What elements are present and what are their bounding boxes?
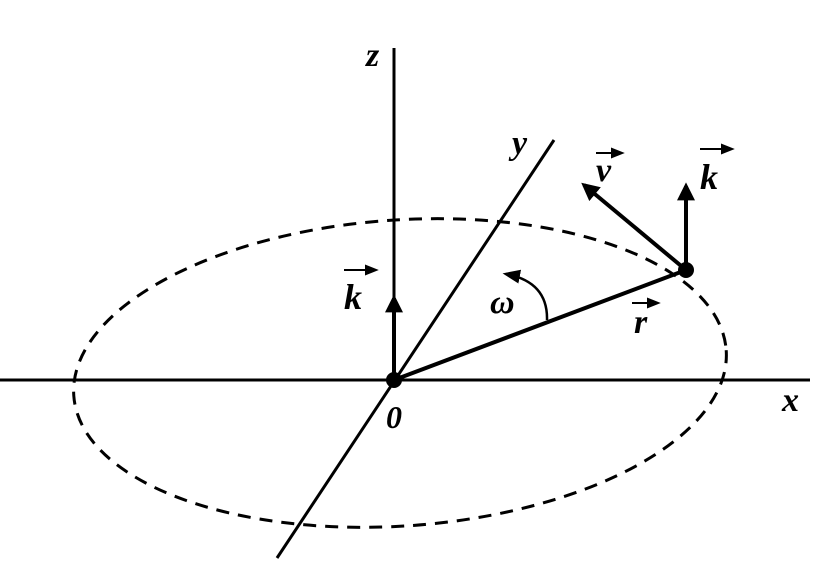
x-axis-label: x [781, 382, 799, 419]
y-axis-label: y [508, 125, 528, 162]
v-vector [581, 182, 688, 272]
v-vector-label: v [596, 152, 612, 189]
origin-label: 0 [386, 399, 402, 435]
origin-point [386, 372, 402, 388]
z-axis-label: z [365, 37, 380, 74]
orbit-ellipse [72, 217, 728, 529]
label-arrows [344, 143, 735, 309]
k-point-label: k [700, 157, 718, 197]
k-origin-label: k [344, 277, 362, 317]
y-axis-line [275, 139, 556, 559]
r-vector-label: r [634, 304, 648, 341]
r-vector [393, 268, 687, 382]
omega-label: ω [490, 284, 515, 321]
moving-point [678, 262, 694, 278]
omega-arc [502, 269, 549, 321]
